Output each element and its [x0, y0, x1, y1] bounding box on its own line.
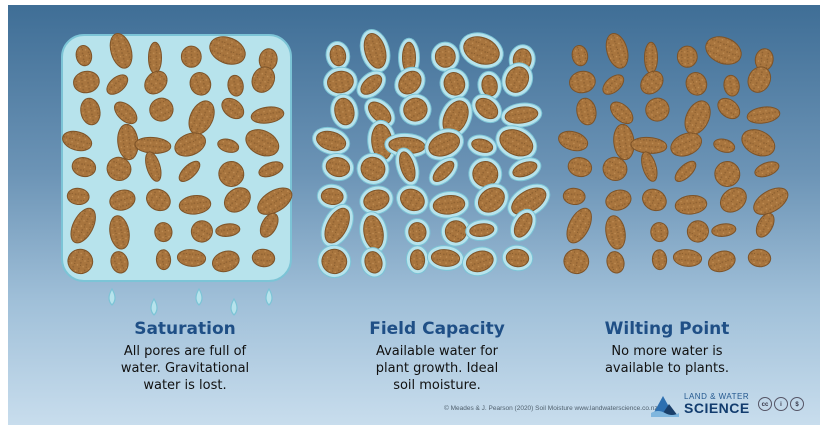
soil-particle-icon [603, 214, 628, 250]
soil-particle-icon [738, 125, 780, 162]
logo-text-main: SCIENCE [684, 400, 750, 416]
soil-particle-icon [575, 97, 599, 127]
soil-particle-icon [602, 31, 631, 71]
caption-field-capacity: Field Capacity Available water for plant… [322, 319, 552, 394]
soil-particle-icon [568, 69, 597, 95]
water-droplet-icon [151, 299, 157, 315]
soil-particle-icon [747, 248, 771, 268]
soil-particle-icon [711, 222, 737, 237]
soil-particle-icon [636, 67, 667, 99]
attribution-icon: i [774, 397, 788, 411]
soil-particle-icon [607, 98, 637, 128]
water-droplet-icon [196, 289, 202, 305]
water-droplet-icon [231, 299, 237, 315]
wilting-point-description: No more water is available to plants. [552, 343, 782, 377]
soil-particle-icon [652, 249, 667, 270]
wilting-point-title: Wilting Point [552, 319, 782, 339]
land-water-science-logo: LAND & WATER SCIENCE cc i $ [650, 391, 810, 419]
soil-particle-icon [149, 42, 162, 73]
soil-particle-icon [156, 249, 171, 270]
soil-particle-icon [746, 105, 781, 125]
soil-particle-icon [639, 150, 661, 183]
water-droplet-icon [266, 289, 272, 305]
soil-particle-icon [650, 222, 669, 243]
soil-particle-icon [712, 137, 736, 155]
soil-particle-icon [571, 44, 590, 67]
credit-line: © Meades & J. Pearson (2020) Soil Moistu… [444, 405, 658, 412]
soil-particle-icon [677, 46, 698, 68]
soil-particle-icon [605, 250, 627, 275]
noncommercial-icon: $ [790, 397, 804, 411]
soil-particle-icon [706, 248, 738, 275]
soil-particle-icon [599, 71, 627, 98]
soil-particle-icon [683, 70, 709, 98]
saturation-title: Saturation [70, 319, 300, 339]
water-droplet-icon [109, 289, 115, 305]
soil-particle-icon [630, 136, 667, 154]
soil-particle-icon [667, 128, 705, 160]
caption-saturation: Saturation All pores are full of water. … [70, 319, 300, 394]
soil-particle-icon [645, 42, 658, 73]
soil-particle-icon [561, 246, 592, 277]
land-water-science-logo-icon [650, 392, 680, 418]
creative-commons-icon: cc [758, 397, 772, 411]
soil-panel-saturation [60, 31, 296, 315]
soil-particle-icon [674, 194, 707, 216]
caption-wilting-point: Wilting Point No more water is available… [552, 319, 782, 377]
soil-particle-icon [702, 32, 746, 70]
soil-particle-icon [672, 158, 699, 185]
field-capacity-description: Available water for plant growth. Ideal … [322, 343, 552, 394]
diagram-canvas: Saturation All pores are full of water. … [8, 5, 820, 425]
soil-particle-icon [716, 183, 751, 217]
soil-particle-icon [639, 185, 670, 215]
field-capacity-title: Field Capacity [322, 319, 552, 339]
soil-particle-icon [556, 128, 590, 154]
soil-particle-icon [563, 187, 586, 205]
soil-particle-icon [562, 204, 597, 246]
soil-particle-icon [680, 97, 715, 138]
soil-particle-icon [642, 94, 673, 125]
soil-particle-icon [673, 249, 703, 268]
soil-panel-wilting-point [556, 31, 792, 277]
soil-particle-icon [710, 156, 745, 191]
soil-particle-icon [603, 187, 633, 213]
soil-particle-icon [744, 63, 775, 96]
soil-panel-field-capacity [309, 26, 556, 282]
soil-particle-icon [181, 46, 202, 68]
soil-particle-icon [410, 249, 425, 270]
saturation-description: All pores are full of water. Gravitation… [70, 343, 300, 394]
soil-particle-icon [753, 210, 778, 240]
soil-particle-icon [566, 155, 593, 178]
soil-particle-icon [714, 94, 744, 123]
soil-particle-icon [722, 74, 740, 97]
soil-particle-icon [435, 46, 456, 68]
soil-particle-icon [683, 217, 712, 246]
soil-particle-icon [753, 159, 781, 180]
